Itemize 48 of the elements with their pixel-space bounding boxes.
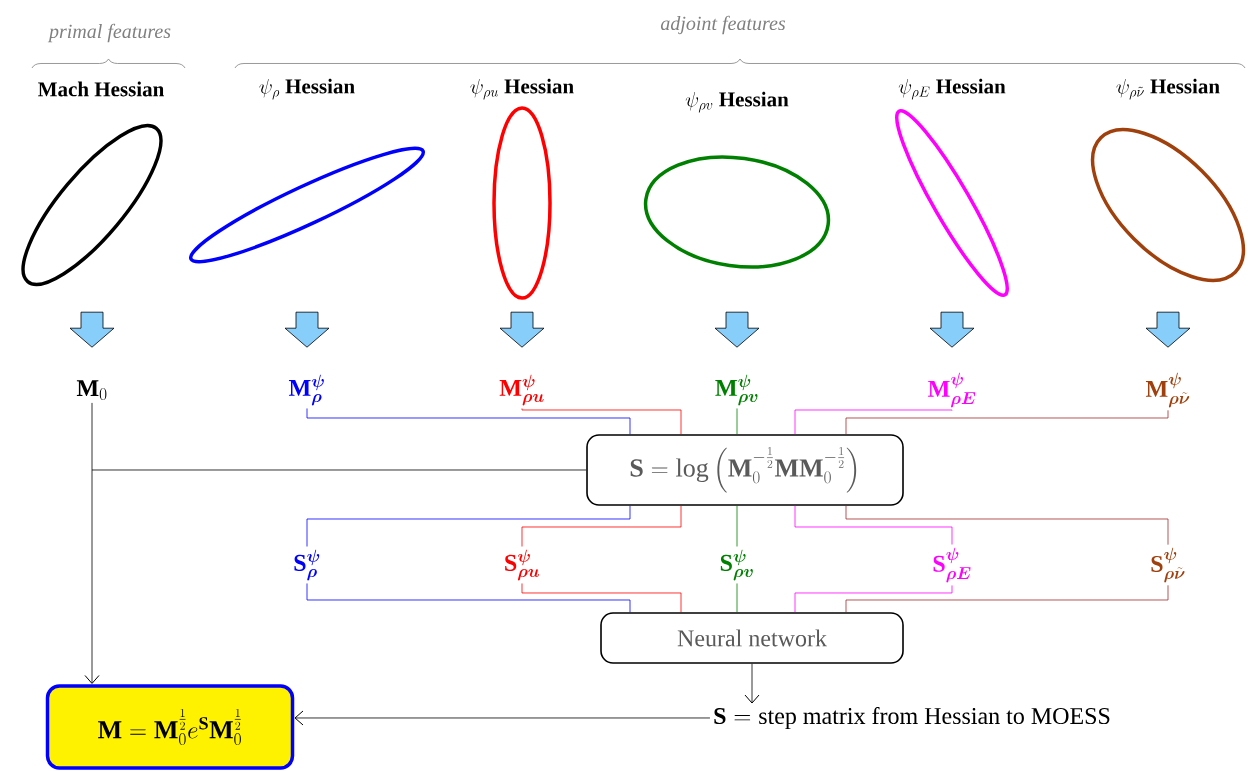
matrix-label: $\mathbf{S}^{\bm{\psi}}_{\bm{\rho v}}$ [720,549,753,581]
connector [306,408,631,435]
connector [794,505,953,545]
matrix-label: $\mathbf{S}^{\bm{\psi}}_{\bm{\rho\tilde{\nu}}}$ [1151,547,1185,583]
block-arrow [499,311,545,348]
connector [736,505,738,547]
connector [845,505,1169,546]
connector [306,505,631,547]
matrix-label: $\mathbf{M}^{\bm{\psi}}_{\bm{\rho E}}$ [928,372,976,408]
connector [294,710,711,726]
heading: $\psi_{\rho u}\ \textbf{Hessian}$ [470,78,574,100]
group-label: adjoint features [660,15,786,35]
matrix-label: $\mathbf{M}^{\bm{\psi}}_{\bm{\rho\tilde{\nu}}}$ [1145,372,1190,408]
matrix-label: $\mathbf{M}_0$ [76,380,107,400]
connector [521,583,682,613]
matrix-label: $\mathbf{M}^{\bm{\psi}}_{\bm{\rho u}}$ [499,374,544,406]
group-label: primal features [47,23,171,43]
connector [736,583,738,613]
connector [794,409,953,435]
matrix-label: $\mathbf{M}^{\bm{\psi}}_{\bm{\rho}}$ [288,374,324,406]
block-arrow [284,311,330,348]
formula-text: $\mathbf{S} = \text{step matrix from Hessian to MOESS}$ [714,707,1110,729]
connector [84,402,100,684]
heading: $\psi_{\rho E}\ \textbf{Hessian}$ [898,78,1006,100]
process-box: Neural network [600,612,904,664]
heading: $\psi_{\rho}\ \textbf{Hessian}$ [259,78,355,100]
matrix-label: $\mathbf{M}^{\bm{\psi}}_{\bm{\rho v}}$ [715,374,758,406]
connector [521,505,682,547]
connector [744,663,760,704]
connector [794,585,953,613]
connector [91,469,587,471]
formula-box: $\mathbf{S} = \log\left(\mathbf{M}_0^{-\frac{1}{2}}\mathbf{M}\mathbf{M}_0^{-\frac{1}{2}}\right)$ [586,434,904,506]
result-box: $\mathbf{M} = \mathbf{M}_0^{\frac{1}{2}} e^{\mathbf{S}} \mathbf{M}_0^{\frac{1}{2}}$ [45,684,295,770]
connector [845,409,1169,435]
block-arrow [1145,311,1191,348]
heading: $\psi_{\rho v}\ \textbf{Hessian}$ [685,91,789,113]
connector [845,584,1169,613]
matrix-label: $\mathbf{S}^{\bm{\psi}}_{\bm{\rho u}}$ [505,549,539,581]
block-arrow [714,311,760,348]
matrix-label: $\mathbf{S}^{\bm{\psi}}_{\bm{\rho}}$ [294,549,320,581]
block-arrow [69,311,115,348]
connector [736,408,738,435]
connector [306,583,631,613]
connector [521,408,682,435]
heading: Mach Hessian [38,81,164,97]
heading: $\psi_{\rho\tilde{\nu}}\ \textbf{Hessian}$ [1116,78,1220,100]
matrix-label: $\mathbf{S}^{\bm{\psi}}_{\bm{\rho E}}$ [933,547,971,583]
block-arrow [929,311,975,348]
